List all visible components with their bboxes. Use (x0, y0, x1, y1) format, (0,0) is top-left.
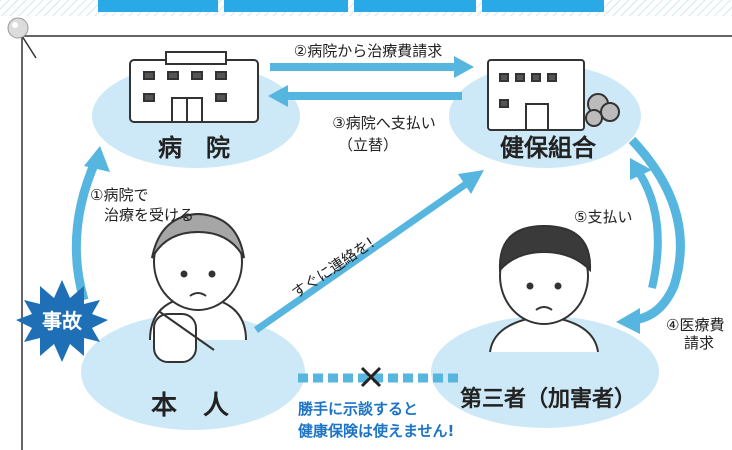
node-self (81, 314, 305, 430)
node-third-party (431, 316, 659, 428)
arrow-1-treatment (71, 146, 110, 302)
arrow-3-payment (268, 85, 462, 107)
arrow-3-label-line2: （立替） (338, 136, 398, 154)
hospital-building-icon (129, 51, 259, 123)
third-party-label: 第三者（加害者） (460, 386, 636, 412)
accident-label: 事故 (42, 309, 83, 333)
header-tab (224, 0, 348, 12)
arrow-4-label-line2: 請求 (684, 334, 714, 352)
warning-line2: 健康保険は使えません! (298, 422, 454, 440)
insurer-building-icon (487, 59, 620, 131)
injured-person-icon (149, 212, 247, 363)
accident-badge: 事故 (16, 280, 108, 362)
arrow-2-label: ②病院から治療費請求 (294, 42, 442, 60)
accident-burst-icon (16, 280, 108, 362)
hospital-label: 病 院 (158, 134, 230, 162)
warning-line1: 勝手に示談すると (298, 400, 418, 418)
header-tab (354, 0, 476, 12)
insurer-label: 健保組合 (500, 134, 597, 162)
arrow-contact (254, 170, 484, 333)
arrow-1-label-line1: ①病院で (90, 186, 148, 204)
arrow-2-claim (270, 56, 474, 78)
contact-label: すぐに連絡を! (288, 234, 378, 303)
arrow-4-claim (616, 136, 685, 334)
arrow-3-label-line1: ③病院へ支払い (332, 114, 435, 132)
header-tab (482, 0, 604, 12)
arrow-5-payment (630, 158, 662, 289)
blocked-settlement-link (298, 366, 460, 388)
page-frame (7, 17, 732, 450)
arrow-4-label-line1: ④医療費 (666, 316, 724, 334)
header-tab (98, 0, 218, 12)
arrow-5-label: ⑤支払い (574, 208, 632, 226)
header-tabs (98, 0, 604, 12)
self-label: 本 人 (151, 391, 229, 421)
arrow-1-label-line2: 治療を受ける (104, 206, 194, 224)
third-party-person-icon (489, 224, 599, 353)
